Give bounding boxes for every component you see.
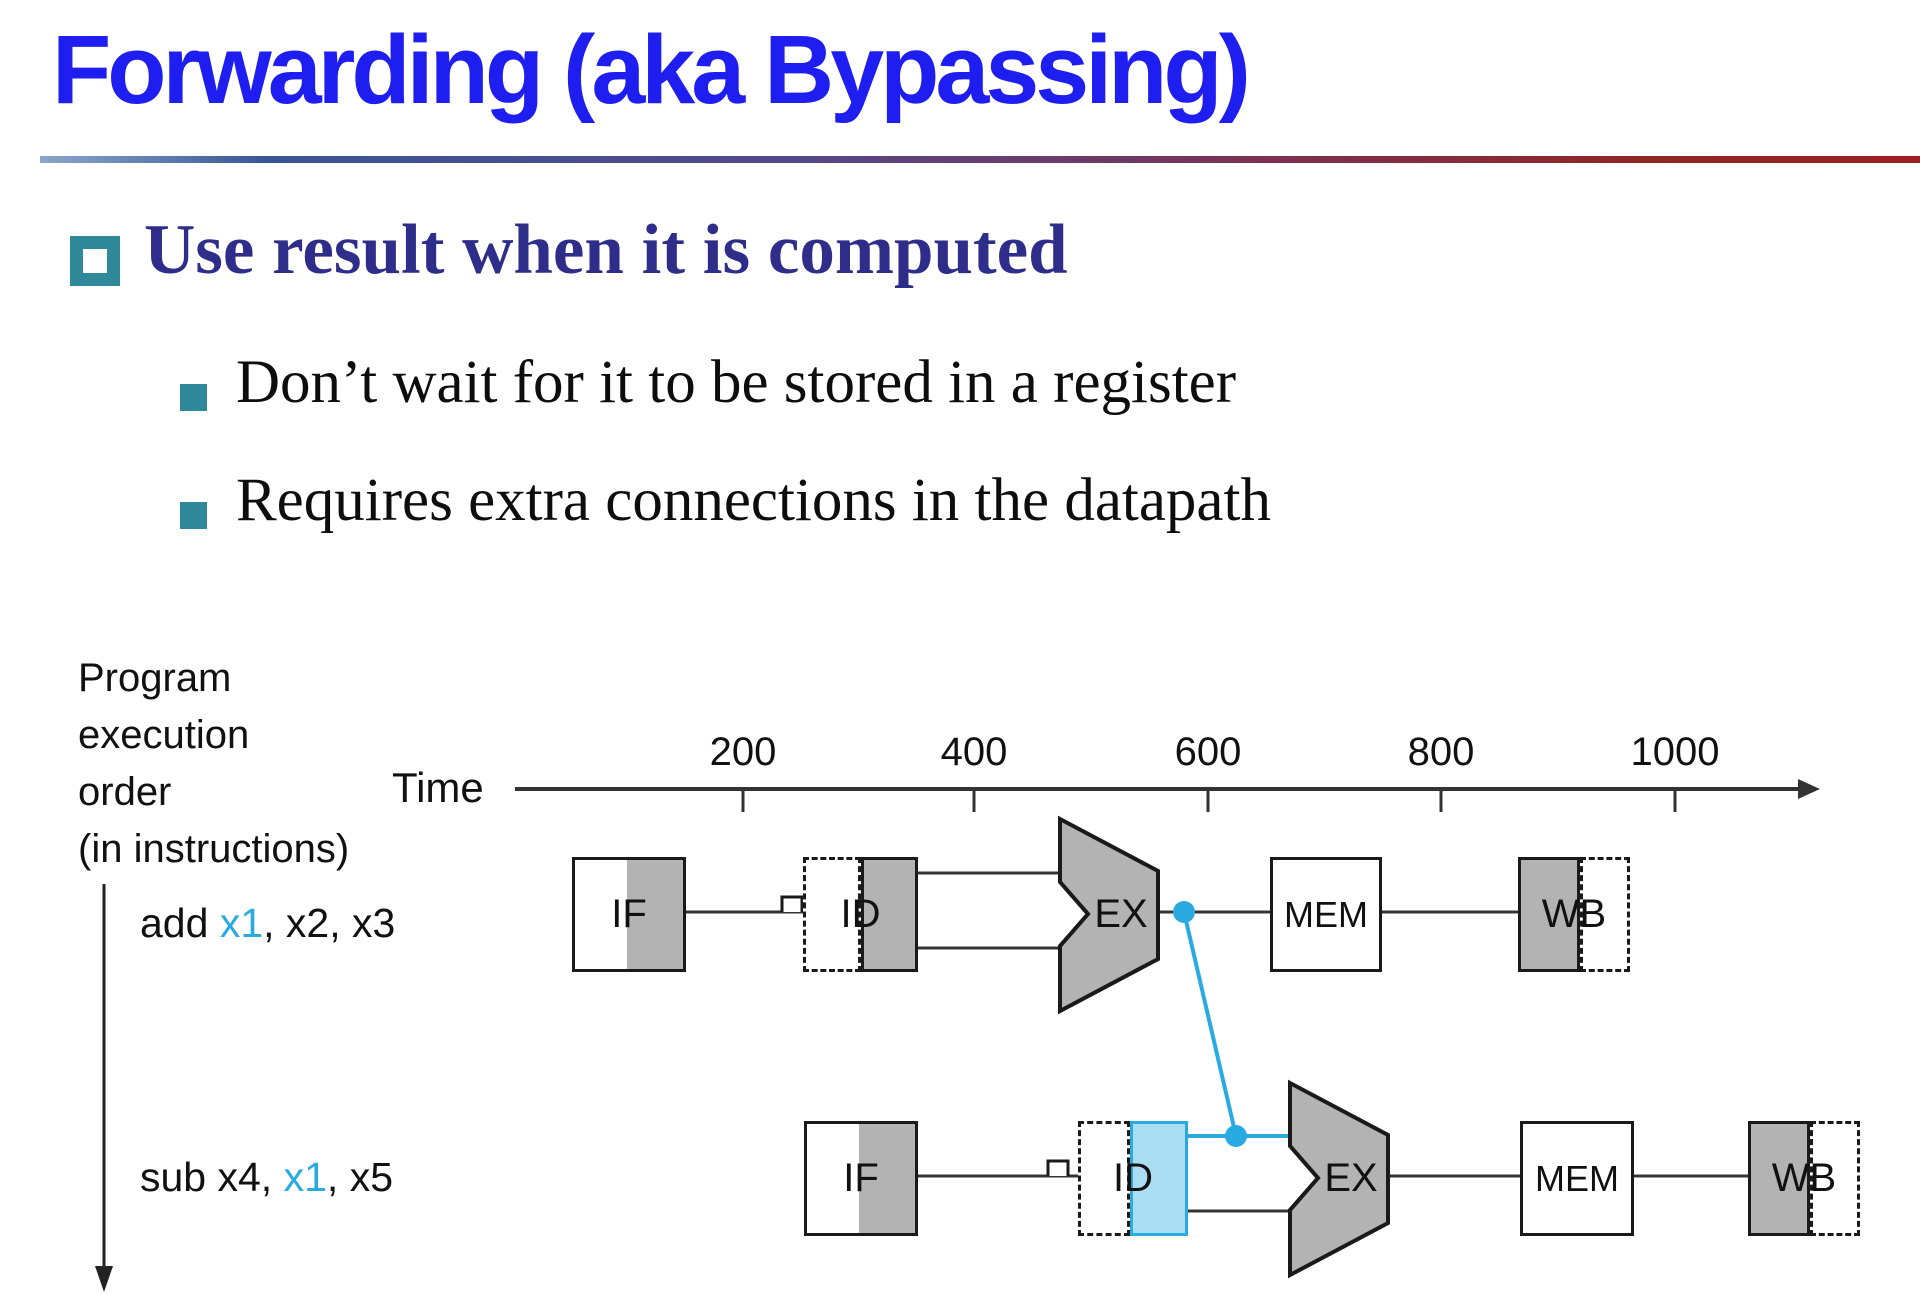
sub-bullet-text: Requires extra connections in the datapa…: [236, 467, 1271, 534]
program-order-line: order: [78, 770, 172, 814]
stage-idle-half: [1580, 857, 1630, 972]
instruction-text: , x2, x3: [263, 900, 396, 946]
stage-if-sub: IF: [804, 1121, 918, 1236]
forwarding-dot-dest: [1225, 1125, 1247, 1147]
axis-tick-label: 400: [940, 730, 1008, 774]
time-axis-label: Time: [392, 764, 484, 811]
program-order-line: execution: [78, 713, 250, 757]
pipeline-register-icon: [780, 895, 804, 912]
stage-id-sub: ID: [1078, 1121, 1188, 1236]
stage-mem-add: MEM: [1270, 857, 1382, 972]
title-underline: [40, 156, 1920, 163]
axis-tick-label: 800: [1407, 730, 1475, 774]
stage-forward-highlight: [1130, 1121, 1188, 1236]
stage-active-half: [861, 857, 918, 972]
forwarding-line: [1182, 911, 1238, 1137]
stage-label: IF: [843, 1156, 879, 1200]
instruction-text: , x5: [326, 1154, 393, 1200]
stage-active-half: [1518, 857, 1580, 972]
stage-idle-half: [1810, 1121, 1860, 1236]
stage-idle-half: [1078, 1121, 1130, 1236]
stage-wb-sub: WB: [1748, 1121, 1860, 1236]
axis-tick-label: 1000: [1630, 730, 1720, 774]
register-highlight: x1: [283, 1154, 327, 1200]
alu-shape-sub: [1288, 1079, 1390, 1279]
stage-label: ID: [840, 892, 881, 936]
stage-if-add: IF: [572, 857, 686, 972]
stage-label: MEM: [1535, 1157, 1619, 1199]
instruction-text: add: [140, 900, 220, 946]
sub-bullet-text: Don’t wait for it to be stored in a regi…: [236, 349, 1237, 416]
program-order-arrowhead-icon: [95, 1266, 113, 1292]
stage-idle-half: [803, 857, 861, 972]
register-highlight: x1: [219, 900, 264, 946]
stage-ex-add-label: EX: [1094, 891, 1148, 936]
stage-mem-sub: MEM: [1520, 1121, 1634, 1236]
forwarding-dot-source: [1173, 901, 1195, 923]
instruction-sub: sub x4, x1, x5: [140, 1154, 393, 1201]
square-bullet-icon: [180, 502, 207, 529]
stage-label: IF: [611, 892, 647, 936]
pipeline-register-icon: [1046, 1159, 1070, 1176]
program-order-label: Program execution order (in instructions…: [78, 650, 349, 878]
stage-label: WB: [1541, 892, 1607, 936]
instruction-text: sub x4,: [140, 1154, 284, 1200]
hollow-square-bullet-icon: [70, 236, 120, 286]
bullet-heading: Use result when it is computed: [144, 211, 1068, 289]
stage-id-add: ID: [803, 857, 918, 972]
instruction-add: add x1, x2, x3: [140, 900, 395, 947]
stage-ex-sub-label: EX: [1324, 1155, 1378, 1200]
axis-arrowhead-icon: [1798, 779, 1820, 799]
axis-tick-label: 200: [709, 730, 777, 774]
page-title: Forwarding (aka Bypassing): [52, 15, 1251, 124]
square-bullet-icon: [180, 384, 207, 411]
stage-label: WB: [1771, 1156, 1837, 1200]
stage-label: MEM: [1284, 893, 1368, 935]
stage-active-half: [1748, 1121, 1810, 1236]
stage-label: ID: [1113, 1156, 1153, 1200]
alu-shape-add: [1058, 815, 1160, 1015]
axis-tick-label: 600: [1174, 730, 1242, 774]
program-order-line: (in instructions): [78, 827, 350, 871]
stage-wb-add: WB: [1518, 857, 1630, 972]
program-order-line: Program: [78, 656, 232, 700]
